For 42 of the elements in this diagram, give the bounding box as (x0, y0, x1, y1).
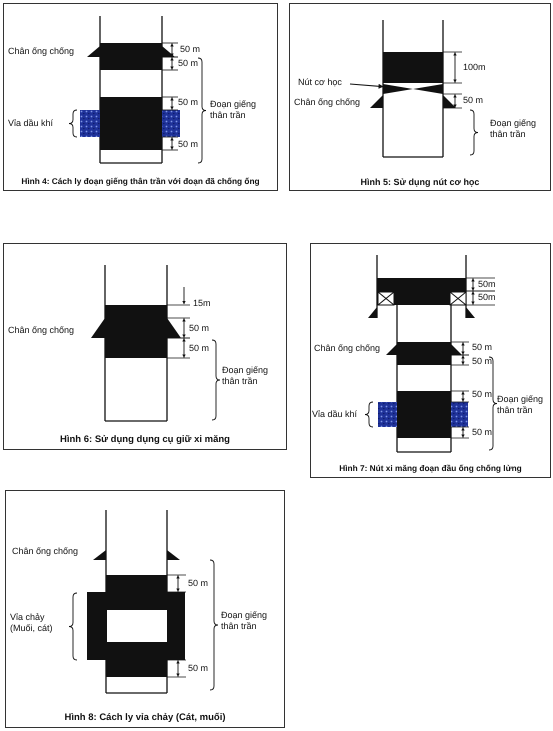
figure-panel (5, 490, 285, 728)
plug-label: Nút cơ học (298, 76, 342, 88)
figure-panel (3, 243, 287, 450)
dimension-label: 50 m (472, 427, 492, 438)
annotation-label: Đoạn giếng thân trần (222, 365, 270, 387)
figure-caption: Hình 4: Cách ly đoạn giếng thân trần với đoạn đã chống ống (20, 177, 261, 187)
figure-caption: Hình 8: Cách ly vỉa chảy (Cát, muối) (63, 713, 226, 724)
dimension-label: 50 m (178, 139, 198, 150)
dimension-label: 50 m (189, 323, 210, 334)
figure-caption: Hình 7: Nút xi măng đoạn đầu ống chống lửng (338, 464, 523, 474)
dimension-label: 50 m (180, 44, 200, 55)
dimension-label: 50m (478, 292, 496, 303)
annotation-label: Đoạn giếng thân trần (490, 118, 538, 140)
annotation-label: Đoạn giếng thân trần (221, 610, 268, 632)
dimension-label: 50 m (178, 58, 198, 69)
dimension-label: 50 m (188, 663, 208, 674)
figure-panel (3, 3, 278, 191)
figure-caption: Hình 6: Sử dụng dụng cụ giữ xi măng (59, 435, 231, 446)
figure-caption: Hình 5: Sử dụng nút cơ học (360, 176, 480, 187)
annotation-label: Vỉa dầu khí (8, 118, 54, 129)
figure-panel (310, 243, 551, 478)
dimension-label: 50 m (472, 389, 492, 400)
dimension-label: 15m (193, 298, 211, 309)
annotation-label: Vỉa chảy (Muối, cát) (10, 612, 54, 634)
dimension-label: 50 m (472, 342, 492, 353)
leader-arrow (350, 84, 384, 89)
annotation-label: Đoạn giếng thân trần (497, 394, 544, 416)
figure-panel (289, 3, 551, 191)
annotation-label: Chân ống chống (8, 325, 74, 336)
dimension-label: 50 m (178, 97, 198, 108)
annotation-label: Chân ống chống (12, 546, 78, 557)
dimension-label: 50 m (189, 343, 210, 354)
annotation-label: Vỉa dầu khí (312, 409, 358, 420)
annotation-label: Chân ống chống (8, 46, 74, 57)
dimension-label: 100m (463, 62, 486, 73)
dimension-label: 50m (478, 279, 496, 290)
dimension-label: 50 m (463, 95, 484, 106)
annotation-label: Đoạn giếng thân trần (210, 99, 258, 121)
dimension-label: 50 m (472, 356, 492, 367)
annotation-label: Chân ống chống (314, 343, 380, 354)
dimension-label: 50 m (188, 578, 208, 589)
annotation-label: Chân ống chống (294, 97, 360, 108)
